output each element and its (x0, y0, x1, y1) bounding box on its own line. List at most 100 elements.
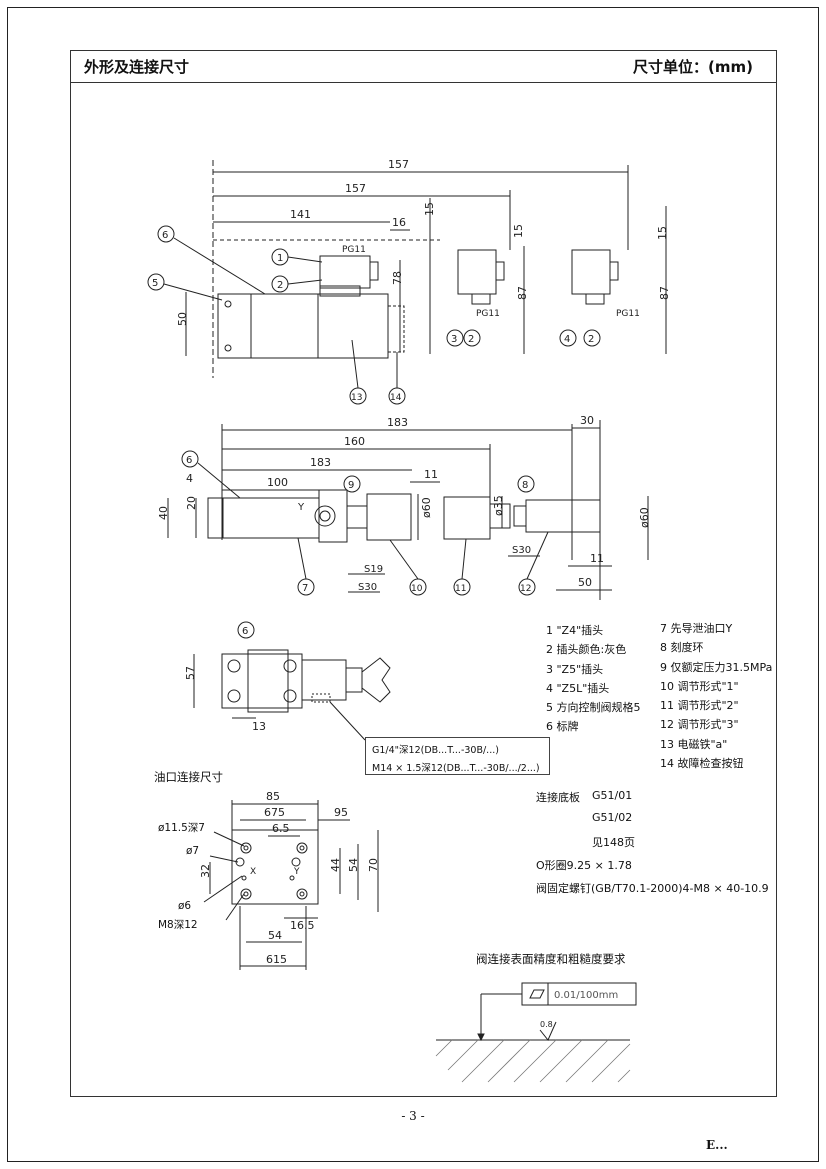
legend-item: 14 故障检查按钮 (660, 757, 744, 771)
dim-141: 141 (290, 208, 311, 221)
legend-item: 9 仅额定压力31.5MPa (660, 660, 773, 674)
dim-165: 16.5 (290, 919, 315, 932)
callout-2: 2 (277, 280, 283, 291)
dim-95: 95 (334, 806, 348, 819)
dim-35: ø35 (492, 495, 505, 516)
surface-requirement: 0.01/100mm 0.8 (435, 982, 637, 1083)
dim-16: 16 (392, 216, 406, 229)
legend-item: 13 电磁铁"a" (660, 737, 728, 751)
dim-615: 615 (266, 953, 287, 966)
top-view: 157 157 141 16 15 PG11 50 78 15 87 PG11 (147, 158, 671, 405)
s30-label-b: S30 (512, 545, 531, 556)
legend-item: 4 "Z5L"插头 (546, 681, 610, 695)
page-title: 外形及连接尺寸 (84, 58, 190, 76)
callout-9: 9 (348, 480, 354, 491)
bottom-view: 57 13 6 (184, 621, 391, 741)
dim-20: 20 (185, 496, 198, 510)
legend-left: 1 "Z4"插头 2 插头颜色:灰色 3 "Z5"插头 4 "Z5L"插头 5 … (546, 622, 641, 738)
legend-item: 12 调节形式"3" (660, 718, 739, 732)
unit-label: 尺寸单位：(mm) (633, 58, 753, 76)
callout-2c: 2 (588, 334, 594, 345)
dim-85: 85 (266, 790, 280, 803)
page-number: - 3 - (401, 1109, 425, 1123)
y-port-label: Y (297, 502, 305, 513)
callout-4: 4 (564, 334, 570, 345)
pg11-label-b: PG11 (476, 309, 500, 319)
callout-11: 11 (455, 584, 466, 594)
legend-item: 5 方向控制阀规格5 (546, 701, 641, 715)
s30-label-a: S30 (358, 582, 377, 593)
callout-10: 10 (411, 584, 423, 594)
base-g51-02: G51/02 (592, 811, 633, 824)
dim-157b: 157 (345, 182, 366, 195)
port-drawing: 85 675 95 6.5 X Y 32 44 54 70 16.5 54 61… (199, 790, 380, 970)
legend-item: 6 标牌 (546, 720, 579, 734)
port-section-title: 油口连接尺寸 (154, 770, 223, 784)
dim-30: 30 (580, 414, 594, 427)
legend-item: 7 先导泄油口Y (660, 622, 733, 635)
roughness-value: 0.8 (540, 1020, 553, 1029)
port-note-line1: G1/4"深12(DB...T...-30B/...) (372, 745, 499, 756)
dim-60a: ø60 (420, 497, 433, 518)
dim-15b: 15 (512, 224, 525, 238)
dim-15a: 15 (423, 202, 436, 216)
dim-50: 50 (176, 312, 189, 326)
hole-d7-label: ø7 (186, 845, 200, 857)
screw-spec: 阀固定螺钉(GB/T70.1-2000)4-M8 × 40-10.9 (536, 882, 769, 895)
legend-item: 8 刻度环 (660, 641, 704, 655)
dim-675: 675 (264, 806, 285, 819)
legend-item: 11 调节形式"2" (660, 699, 739, 713)
callout-2b: 2 (468, 334, 474, 345)
base-label: 连接底板 (536, 791, 580, 804)
page-reference: 见148页 (592, 836, 635, 849)
callout-7: 7 (302, 583, 308, 594)
dim-32: 32 (199, 864, 212, 878)
dim-54v: 54 (347, 858, 360, 872)
pg11-label-c: PG11 (616, 309, 640, 319)
dim-15c: 15 (656, 226, 669, 240)
surface-req-title: 阀连接表面精度和粗糙度要求 (476, 952, 626, 966)
side-view: 183 160 183 100 4 30 11 Y 20 40 ø60 (157, 414, 651, 600)
dim-11b: 11 (590, 552, 604, 565)
dim-50-side: 50 (578, 576, 592, 589)
dim-87b: 87 (658, 286, 671, 300)
s19-label: S19 (364, 564, 383, 575)
thread-m8-label: M8深12 (158, 919, 198, 931)
dim-183a: 183 (387, 416, 408, 429)
legend-right: 7 先导泄油口Y 8 刻度环 9 仅额定压力31.5MPa 10 调节形式"1"… (660, 620, 772, 774)
port-y-label: Y (293, 867, 300, 877)
content-frame (70, 50, 777, 1097)
dim-60b: ø60 (638, 507, 651, 528)
dim-160: 160 (344, 435, 365, 448)
oring-spec: O形圈9.25 × 1.78 (536, 859, 632, 872)
port-note-line2: M14 × 1.5深12(DB...T...-30B/.../2...) (372, 763, 540, 774)
corner-mark: E... (706, 1138, 728, 1152)
legend-item: 10 调节形式"1" (660, 679, 739, 693)
hole-d6-label: ø6 (178, 900, 192, 912)
dim-183b: 183 (310, 456, 331, 469)
dim-4: 4 (186, 472, 193, 485)
callout-8: 8 (522, 480, 528, 491)
header-bar: 外形及连接尺寸 尺寸单位：(mm) (70, 50, 777, 83)
base-g51-01: G51/01 (592, 789, 633, 802)
dim-13: 13 (252, 720, 266, 733)
callout-5: 5 (152, 278, 158, 289)
dim-70: 70 (367, 858, 380, 872)
callout-12: 12 (520, 584, 531, 594)
callout-6-side: 6 (186, 455, 192, 466)
legend-item: 2 插头颜色:灰色 (546, 643, 627, 657)
dim-87a: 87 (516, 286, 529, 300)
dim-40: 40 (157, 506, 170, 520)
hole-d115-label: ø11.5深7 (158, 822, 205, 834)
flatness-tolerance: 0.01/100mm (554, 990, 618, 1001)
callout-6-top: 6 (162, 230, 168, 241)
dim-11a: 11 (424, 468, 438, 481)
callout-3: 3 (451, 334, 457, 345)
dim-100: 100 (267, 476, 288, 489)
dim-65: 6.5 (272, 822, 290, 835)
legend-item: 3 "Z5"插头 (546, 662, 604, 676)
dim-157a: 157 (388, 158, 409, 171)
callout-1: 1 (277, 253, 283, 264)
dim-44: 44 (329, 858, 342, 872)
